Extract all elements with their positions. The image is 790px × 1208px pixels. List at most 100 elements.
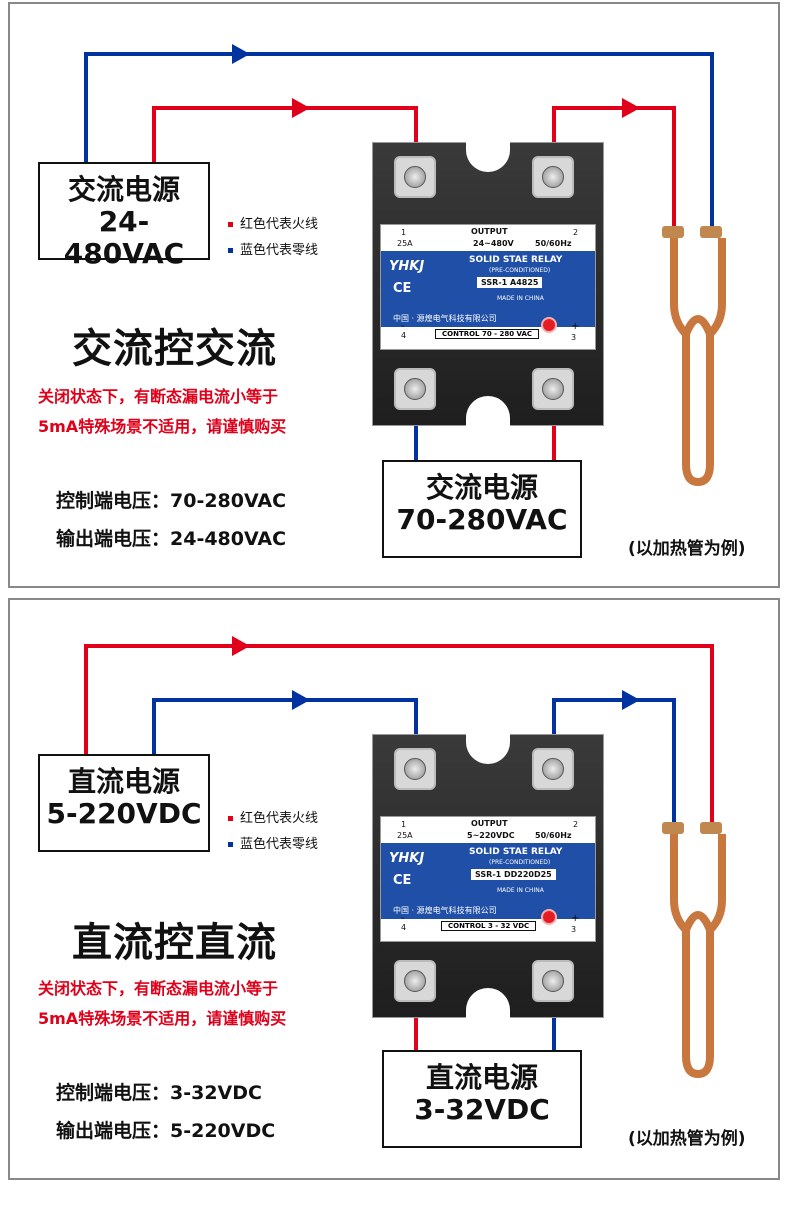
wiring-diagram [84, 44, 726, 487]
solid-state-relay: 1 OUTPUT 2 25A 24~480V 50/60Hz YHKJ CE S… [372, 142, 604, 426]
brand-logo: YHKJ [389, 851, 425, 866]
control-voltage-spec: 控制端电压：70-280VAC [56, 490, 287, 512]
diagram-title: 直流控直流 [72, 920, 277, 966]
neutral-wire-out [552, 698, 676, 832]
warning-line-2: 5mA特殊场景不适用，请谨慎购买 [38, 1009, 287, 1028]
wire-legend: 红色代表火线 蓝色代表零线 [228, 806, 318, 858]
example-note: (以加热管为例) [628, 1129, 746, 1149]
blue-dot-icon [228, 248, 233, 253]
legend-red: 红色代表火线 [228, 806, 318, 832]
legend-blue: 蓝色代表零线 [228, 238, 318, 264]
relay-label: 1 OUTPUT 2 25A 24~480V 50/60Hz YHKJ CE S… [380, 224, 596, 350]
warning-text: 关闭状态下，有断态漏电流小等于 5mA特殊场景不适用，请谨慎购买 [38, 382, 286, 442]
model-number: SSR-1 A4825 [477, 277, 543, 288]
label-terminal-2: 2 [573, 820, 579, 829]
red-dot-icon [228, 222, 233, 227]
made-in-label: MADE IN CHINA [497, 295, 544, 302]
screw-icon [542, 166, 564, 188]
output-label: OUTPUT [471, 227, 508, 236]
control-source-voltage: 3-32VDC [414, 1093, 550, 1127]
control-source-type: 直流电源 [425, 1061, 538, 1094]
relay-bottom-notch [466, 396, 510, 426]
output-voltage-spec: 输出端电压：24-480VAC [56, 528, 287, 550]
neutral-arrow [232, 44, 250, 64]
terminal-1 [394, 748, 436, 790]
screw-icon [404, 378, 426, 400]
label-terminal-1: 1 [401, 228, 407, 237]
voltage-specs: 控制端电压：3-32VDC 输出端电压：5-220VDC [56, 1074, 275, 1150]
live-wire-out [552, 106, 676, 236]
ce-mark: CE [393, 281, 412, 296]
warning-line-1: 关闭状态下，有断态漏电流小等于 [38, 979, 279, 998]
product-name: SOLID STAE RELAY [469, 847, 563, 857]
relay-blue-band: YHKJ CE SOLID STAE RELAY (PRE-CONDITIONE… [381, 251, 595, 311]
control-source-type: 交流电源 [425, 471, 538, 504]
frequency-rating: 50/60Hz [535, 831, 572, 840]
label-terminal-4: 4 [401, 331, 407, 340]
warning-text: 关闭状态下，有断态漏电流小等于 5mA特殊场景不适用，请谨慎购买 [38, 974, 286, 1034]
control-range-label: CONTROL 70 - 280 VAC [435, 329, 540, 339]
neutral-arrow-in [292, 690, 310, 710]
heating-tube-icon [662, 226, 726, 487]
power-source-box: 直流电源 5-220VDC [38, 754, 210, 852]
neutral-arrow-out [622, 690, 640, 710]
terminal-2 [532, 156, 574, 198]
diagram-title: 交流控交流 [72, 326, 277, 372]
power-source-box: 交流电源 24-480VAC [38, 162, 210, 270]
product-name: SOLID STAE RELAY [469, 255, 563, 265]
screw-icon [542, 758, 564, 780]
terminal-4 [394, 368, 436, 410]
power-source-voltage: 5-220VDC [46, 797, 202, 831]
current-rating: 25A [397, 239, 413, 248]
dc-panel: 直流电源 5-220VDC 红色代表火线 蓝色代表零线 直流控直流 关闭状态下，… [8, 598, 780, 1180]
frequency-rating: 50/60Hz [535, 239, 572, 248]
output-label: OUTPUT [471, 819, 508, 828]
ac-panel: 交流电源 24-480VAC 红色代表火线 蓝色代表零线 交流控交流 关闭状态下… [8, 2, 780, 588]
preconditioned-note: (PRE-CONDITIONED) [489, 267, 551, 274]
power-source-type: 直流电源 [67, 765, 180, 798]
live-wire-in [152, 106, 418, 172]
plus-sign: + [571, 913, 580, 924]
control-source-box: 直流电源 3-32VDC [382, 1050, 582, 1148]
relay-bottom-notch [466, 988, 510, 1018]
ce-mark: CE [393, 873, 412, 888]
preconditioned-note: (PRE-CONDITIONED) [489, 859, 551, 866]
control-source-voltage: 70-280VAC [396, 503, 568, 537]
red-dot-icon [228, 816, 233, 821]
live-arrow-in [292, 98, 310, 118]
neutral-wire [84, 52, 714, 236]
voltage-rating: 24~480V [473, 239, 514, 248]
voltage-rating: 5~220VDC [467, 831, 515, 840]
legend-red: 红色代表火线 [228, 212, 318, 238]
control-range-label: CONTROL 3 - 32 VDC [441, 921, 537, 931]
label-terminal-3: 3 [571, 925, 577, 934]
plus-sign: + [571, 321, 580, 332]
terminal-3 [532, 960, 574, 1002]
label-terminal-4: 4 [401, 923, 407, 932]
legend-red-label: 红色代表火线 [240, 217, 319, 232]
blue-dot-icon [228, 842, 233, 847]
screw-icon [404, 970, 426, 992]
brand-logo: YHKJ [389, 259, 425, 274]
label-terminal-3: 3 [571, 333, 577, 342]
screw-icon [542, 378, 564, 400]
status-led-icon [541, 317, 557, 333]
legend-blue-label: 蓝色代表零线 [240, 837, 319, 852]
label-terminal-1: 1 [401, 820, 407, 829]
minus-sign: - [401, 321, 405, 332]
power-source-type: 交流电源 [67, 173, 180, 206]
heating-tube-icon [662, 822, 726, 1079]
made-in-label: MADE IN CHINA [497, 887, 544, 894]
screw-icon [404, 758, 426, 780]
minus-sign: - [401, 913, 405, 924]
warning-line-1: 关闭状态下，有断态漏电流小等于 [38, 387, 279, 406]
model-number: SSR-1 DD220D25 [471, 869, 556, 880]
company-name: 中国 · 源煌电气科技有限公司 [381, 903, 595, 919]
screw-icon [404, 166, 426, 188]
current-rating: 25A [397, 831, 413, 840]
terminal-4 [394, 960, 436, 1002]
live-arrow-out [622, 98, 640, 118]
voltage-specs: 控制端电压：70-280VAC 输出端电压：24-480VAC [56, 482, 286, 558]
live-wire [84, 644, 714, 832]
control-source-box: 交流电源 70-280VAC [382, 460, 582, 558]
